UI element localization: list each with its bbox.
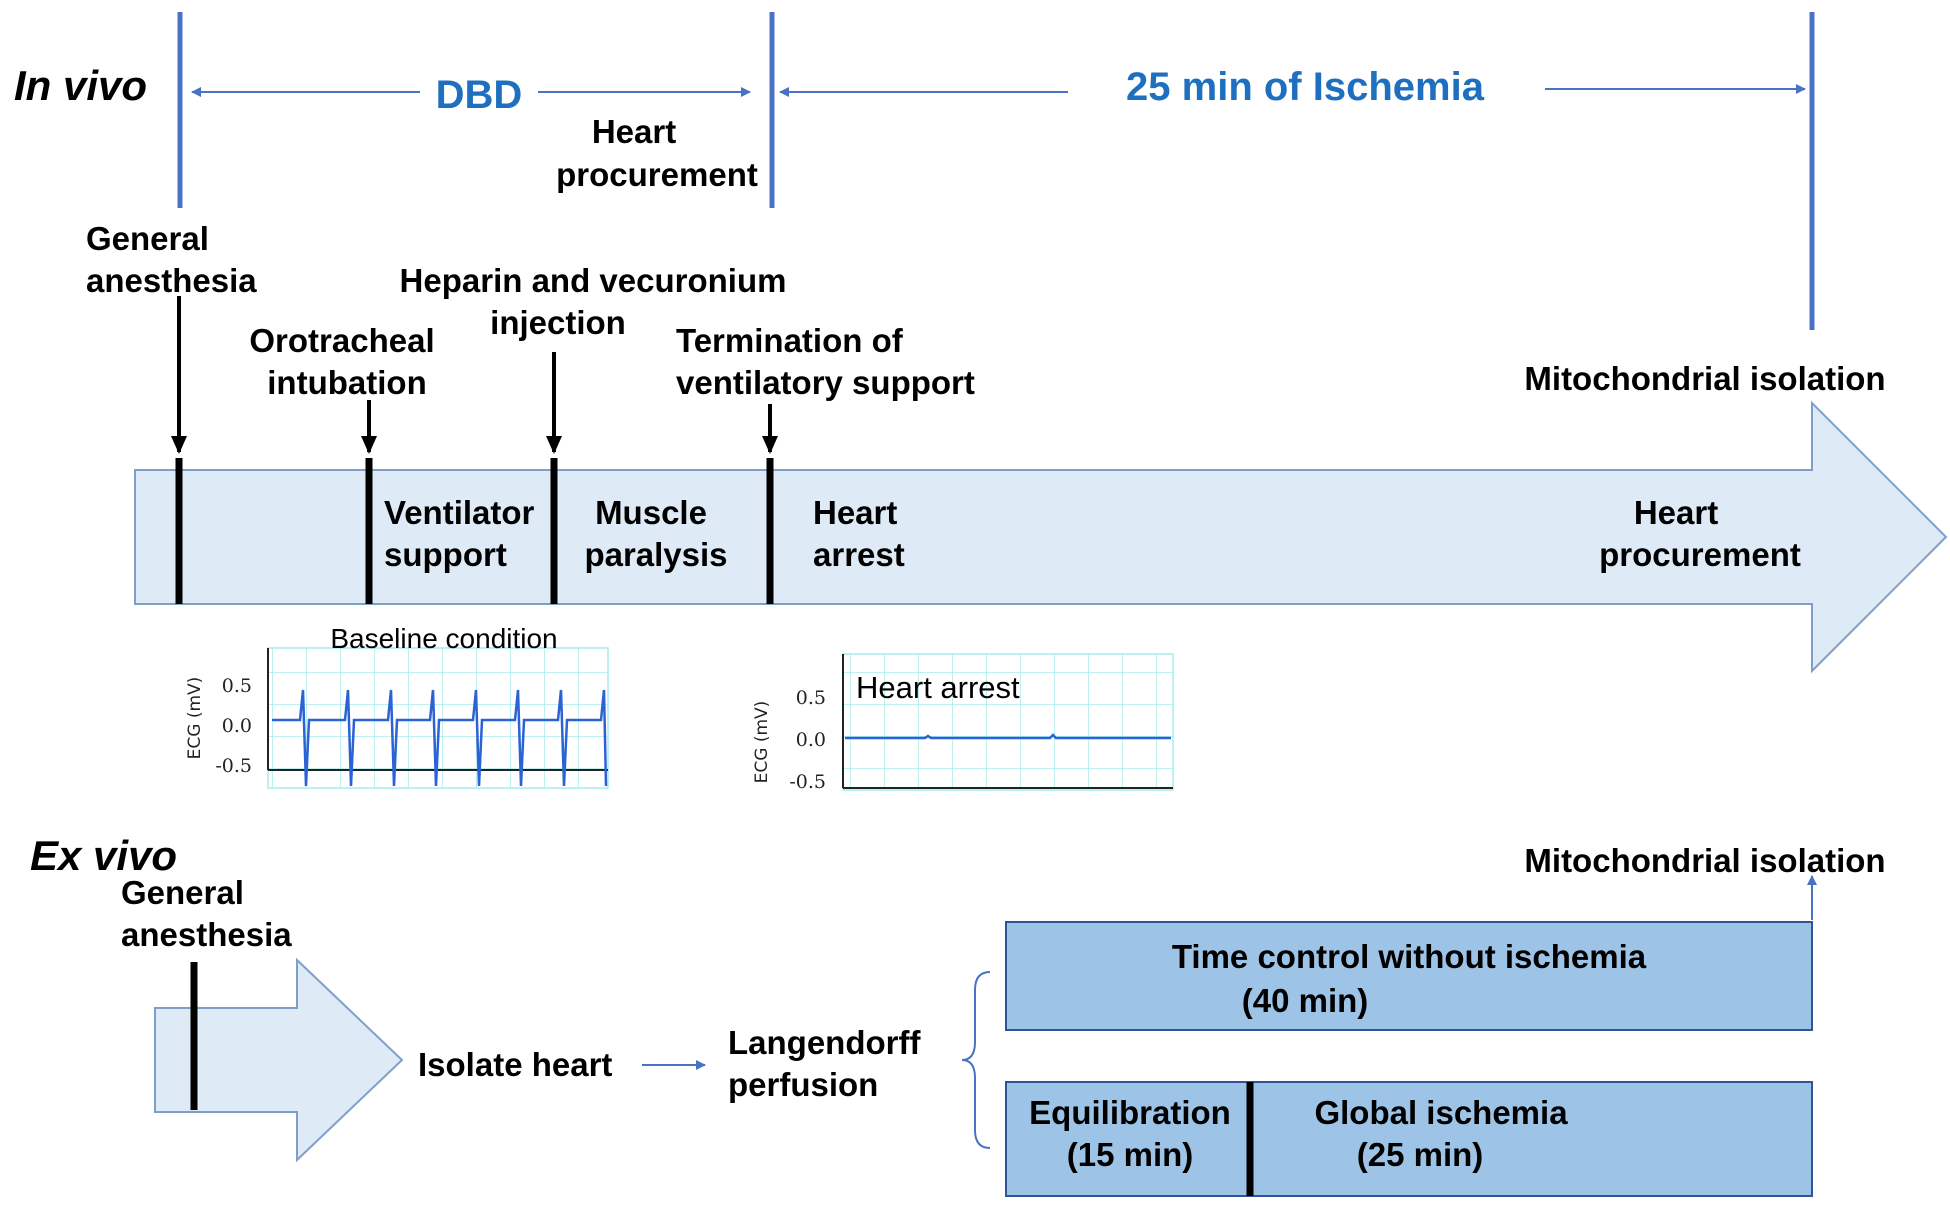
ecg-arrest-panel: Heart arrest 0.5 0.0 -0.5 ECG (mV)	[752, 653, 1174, 793]
ex-vivo-label: Ex vivo	[30, 832, 177, 879]
phase-procurement-line2: procurement	[1599, 536, 1801, 573]
ecg-baseline-ylabel: ECG (mV)	[185, 677, 205, 760]
ecg-baseline-title: Baseline condition	[330, 623, 557, 654]
termination-line2: ventilatory support	[676, 364, 975, 401]
global-ischemia-line1: Global ischemia	[1314, 1094, 1568, 1131]
ex-anesthesia-line1: General	[121, 874, 244, 911]
ecg-arrest-title: Heart arrest	[856, 670, 1020, 705]
in-vivo-timeline-arrow	[134, 400, 1948, 674]
ecg-arrest-trace	[845, 733, 1171, 740]
termination-line1: Termination of	[676, 322, 904, 359]
orotracheal-line2: intubation	[267, 364, 426, 401]
dbd-label: DBD	[436, 73, 523, 117]
phase-ventilator-line1: Ventilator	[384, 494, 535, 531]
ecg-arrest-tick-bot: -0.5	[789, 771, 826, 793]
heparin-line1: Heparin and vecuronium	[400, 262, 787, 299]
ecg-arrest-tick-top: 0.5	[796, 687, 826, 709]
top-heart-procurement-line1: Heart	[592, 113, 676, 150]
general-anesthesia-line1: General	[86, 220, 209, 257]
equilibration-line2: (15 min)	[1067, 1136, 1194, 1173]
langendorff-line2: perfusion	[728, 1066, 878, 1103]
in-vivo-label: In vivo	[14, 62, 147, 109]
ischemia-label: 25 min of Ischemia	[1126, 65, 1485, 109]
ecg-arrest-tick-mid: 0.0	[796, 729, 826, 751]
mito-isolation-top: Mitochondrial isolation	[1524, 360, 1885, 397]
ex-vivo-arrow	[154, 957, 404, 1163]
langendorff-line1: Langendorff	[728, 1024, 921, 1061]
phase-procurement-line1: Heart	[1634, 494, 1718, 531]
general-anesthesia-line2: anesthesia	[86, 262, 257, 299]
ecg-arrest-grid	[843, 654, 1173, 790]
phase-ventilator-line2: support	[384, 536, 507, 573]
phase-arrest-line1: Heart	[813, 494, 897, 531]
ecg-baseline-tick-bot: -0.5	[215, 755, 252, 777]
phase-muscle-line2: paralysis	[584, 536, 727, 573]
ischemia-protocol-box	[1005, 1081, 1813, 1197]
ecg-baseline-tick-mid: 0.0	[222, 715, 252, 737]
phase-muscle-line1: Muscle	[595, 494, 707, 531]
ecg-baseline-trace	[272, 689, 608, 787]
protocol-bracket	[961, 971, 991, 1149]
ecg-arrest-ylabel: ECG (mV)	[752, 701, 772, 784]
mito-isolation-bottom: Mitochondrial isolation	[1524, 842, 1885, 879]
top-heart-procurement-line2: procurement	[556, 156, 758, 193]
time-control-line2: (40 min)	[1242, 982, 1369, 1019]
ecg-baseline-panel: Baseline condition 0.5 0.0 -0.5 ECG (mV)	[185, 623, 609, 789]
time-control-box	[1005, 921, 1813, 1031]
time-control-line1: Time control without ischemia	[1172, 938, 1647, 975]
ex-anesthesia-line2: anesthesia	[121, 916, 292, 953]
global-ischemia-line2: (25 min)	[1357, 1136, 1484, 1173]
heparin-line2: injection	[490, 304, 626, 341]
ecg-baseline-tick-top: 0.5	[222, 675, 252, 697]
phase-arrest-line2: arrest	[813, 536, 905, 573]
orotracheal-line1: Orotracheal	[249, 322, 434, 359]
isolate-heart-label: Isolate heart	[418, 1046, 612, 1083]
equilibration-line1: Equilibration	[1029, 1094, 1231, 1131]
